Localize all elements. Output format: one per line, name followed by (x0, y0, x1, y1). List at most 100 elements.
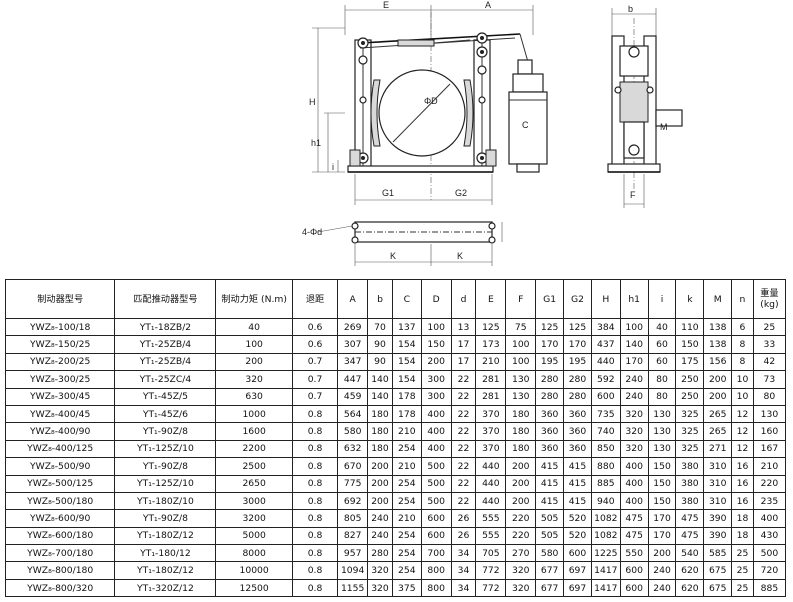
column-header-n: n (731, 279, 754, 319)
dim-phiD-label: ΦD (424, 96, 438, 106)
cell-thruster: YT₁-18ZB/2 (114, 317, 217, 337)
cell-g1: 360 (535, 439, 565, 459)
cell-e: 555 (475, 526, 507, 546)
cell-g1: 677 (535, 578, 565, 598)
cell-k: 325 (675, 422, 705, 441)
cell-i: 130 (647, 422, 677, 441)
cell-thruster: YT₁-125Z/10 (114, 439, 217, 459)
cell-c: 210 (391, 422, 422, 441)
cell-k: 175 (675, 352, 705, 372)
cell-g2: 360 (563, 404, 592, 424)
cell-torque: 320 (215, 370, 293, 389)
cell-h: 600 (590, 387, 621, 406)
cell-retreat: 0.8 (291, 457, 339, 476)
cell-f: 100 (505, 352, 537, 372)
cell-thruster: YT₁-25ZB/4 (114, 352, 217, 372)
cell-g1: 195 (535, 352, 565, 372)
cell-thruster: YT₁-180Z/10 (114, 491, 217, 511)
cell-d: 300 (420, 387, 452, 406)
cell-g2: 697 (563, 561, 592, 580)
cell-k: 250 (675, 370, 705, 389)
cell-c: 254 (391, 561, 422, 580)
cell-h1: 320 (619, 404, 649, 424)
cell-b: 70 (367, 317, 393, 337)
cell-f: 200 (505, 457, 537, 476)
cell-g2: 415 (563, 474, 592, 493)
cell-i: 80 (647, 370, 677, 389)
cell-g1: 580 (535, 544, 565, 563)
cell-d: 500 (420, 491, 452, 511)
cell-h1: 550 (619, 544, 649, 563)
cell-g1: 505 (535, 509, 565, 528)
cell-e: 705 (475, 544, 507, 563)
cell-g2: 415 (563, 491, 592, 511)
cell-h: 437 (590, 335, 621, 354)
cell-c: 254 (391, 544, 422, 563)
cell-f: 100 (505, 335, 537, 354)
column-header-k: k (675, 279, 705, 319)
cell-m: 156 (703, 352, 733, 372)
cell-b: 200 (367, 474, 393, 493)
cell-d: 400 (420, 404, 452, 424)
cell-k: 380 (675, 457, 705, 476)
cell-weight: 130 (752, 404, 787, 424)
cell-torque: 8000 (215, 544, 293, 563)
dim-G2-label: G2 (455, 188, 467, 198)
dim-A-label: A (485, 0, 491, 10)
cell-c: 178 (391, 404, 422, 424)
cell-e: 772 (475, 561, 507, 580)
cell-a: 670 (337, 457, 369, 476)
cell-b: 180 (367, 422, 393, 441)
cell-thruster: YT₁-180Z/12 (114, 561, 217, 580)
cell-d: 22 (450, 439, 477, 459)
cell-i: 170 (647, 526, 677, 546)
dim-b-label: b (628, 4, 633, 14)
cell-d: 22 (450, 491, 477, 511)
cell-b: 240 (367, 526, 393, 546)
cell-c: 137 (391, 317, 422, 337)
cell-retreat: 0.8 (291, 439, 339, 459)
cell-d: 17 (450, 352, 477, 372)
cell-m: 200 (703, 387, 733, 406)
cell-retreat: 0.7 (291, 352, 339, 372)
cell-f: 130 (505, 370, 537, 389)
cell-a: 805 (337, 509, 369, 528)
cell-g2: 125 (563, 317, 592, 337)
column-header-d: d (450, 279, 477, 319)
cell-g1: 125 (535, 317, 565, 337)
cell-torque: 5000 (215, 526, 293, 546)
dim-hole-label: 4-Φd (302, 227, 322, 237)
cell-thruster: YT₁-25ZC/4 (114, 370, 217, 389)
cell-model: YWZ₈-600/90 (4, 509, 116, 528)
cell-d: 500 (420, 457, 452, 476)
cell-f: 200 (505, 491, 537, 511)
cell-f: 75 (505, 317, 537, 337)
cell-c: 154 (391, 335, 422, 354)
cell-g2: 520 (563, 509, 592, 528)
cell-i: 150 (647, 491, 677, 511)
cell-h1: 100 (619, 317, 649, 337)
cell-a: 827 (337, 526, 369, 546)
cell-d: 17 (450, 335, 477, 354)
cell-d: 26 (450, 526, 477, 546)
cell-m: 271 (703, 439, 733, 459)
dim-F-label: F (630, 190, 636, 200)
column-header-h1: h1 (619, 279, 649, 319)
cell-n: 8 (731, 352, 754, 372)
cell-d: 34 (450, 578, 477, 598)
cell-a: 1155 (337, 578, 369, 598)
cell-g1: 170 (535, 335, 565, 354)
cell-thruster: YT₁-25ZB/4 (114, 335, 217, 354)
cell-c: 254 (391, 439, 422, 459)
cell-k: 325 (675, 404, 705, 424)
cell-model: YWZ₈-200/25 (4, 352, 116, 372)
cell-c: 254 (391, 491, 422, 511)
cell-i: 240 (647, 578, 677, 598)
cell-thruster: YT₁-320Z/12 (114, 578, 217, 598)
cell-thruster: YT₁-180/12 (114, 544, 217, 563)
cell-g1: 415 (535, 457, 565, 476)
